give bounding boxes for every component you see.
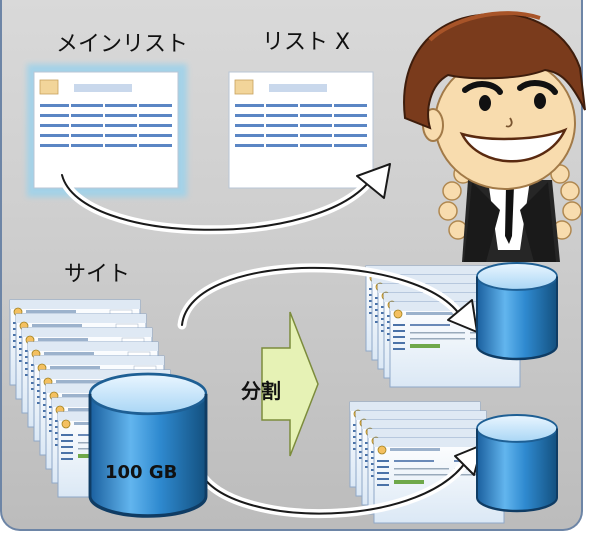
main-list-label: メインリスト [56,32,189,57]
cartoon-man [403,11,586,262]
site-label: サイト [64,262,131,287]
main-list-thumbnail [27,64,187,197]
database-size-label: 100 GB [105,462,178,483]
database-icon [475,413,559,513]
move-list-arrow [57,163,391,235]
split-arrow-upper [177,263,478,333]
list-x-thumbnail [228,71,374,189]
database-icon [88,372,208,518]
list-x-label: リスト X [262,30,351,55]
split-label: 分割 [241,379,281,403]
split-block-arrow [261,311,319,457]
database-icon [475,261,559,361]
